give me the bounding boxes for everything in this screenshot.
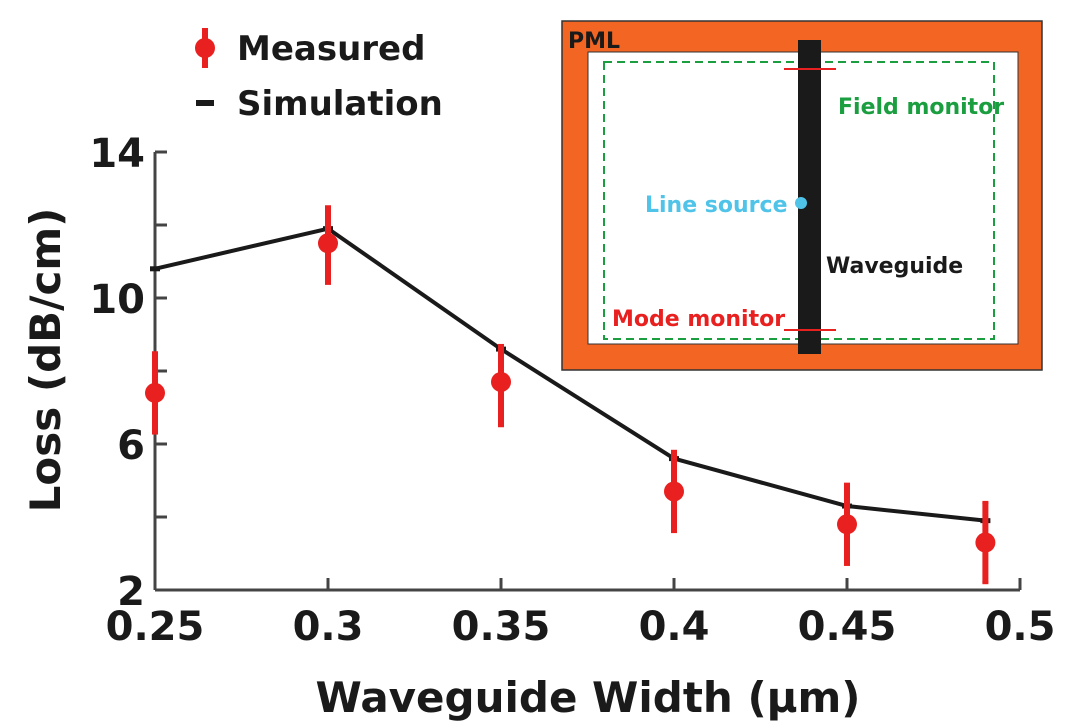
x-tick-label: 0.5 xyxy=(985,604,1056,650)
measured-series xyxy=(145,205,996,585)
x-tick-label: 0.35 xyxy=(452,604,551,650)
simulation-line xyxy=(154,226,986,523)
mode-monitor-label: Mode monitor xyxy=(612,307,785,332)
measured-point xyxy=(145,382,165,403)
x-tick-label: 0.4 xyxy=(639,604,710,650)
waveguide-label: Waveguide xyxy=(826,254,963,279)
legend-simulation-label: Simulation xyxy=(237,84,443,124)
legend-measured-marker xyxy=(195,38,215,58)
line-source-dot xyxy=(795,197,807,209)
legend-item-measured: Measured xyxy=(195,28,425,69)
x-ticks: 0.25 0.3 0.35 0.4 0.45 0.5 xyxy=(106,578,1056,650)
legend-measured-label: Measured xyxy=(237,29,425,69)
measured-point xyxy=(491,371,511,392)
line-source-label: Line source xyxy=(645,193,787,218)
x-tick-label: 0.25 xyxy=(106,604,205,650)
y-tick-label: 6 xyxy=(117,423,145,469)
legend: Measured Simulation xyxy=(195,28,443,124)
waveguide-bar xyxy=(798,40,821,354)
measured-point xyxy=(664,481,684,502)
y-tick-label: 2 xyxy=(117,569,145,615)
pml-label: PML xyxy=(568,29,620,54)
measured-point xyxy=(837,514,857,535)
inset-schematic: PML Field monitor Line source Waveguide … xyxy=(561,20,1043,371)
y-axis-label: Loss (dB/cm) xyxy=(21,208,70,513)
x-tick-label: 0.45 xyxy=(798,604,897,650)
measured-point xyxy=(975,532,996,553)
legend-item-simulation: Simulation xyxy=(196,84,443,124)
measured-point xyxy=(318,233,338,254)
y-tick-label: 10 xyxy=(89,277,145,323)
y-tick-label: 14 xyxy=(89,131,145,177)
x-axis-label: Waveguide Width (μm) xyxy=(315,673,860,722)
field-monitor-label: Field monitor xyxy=(838,95,1004,120)
x-tick-label: 0.3 xyxy=(293,604,364,650)
